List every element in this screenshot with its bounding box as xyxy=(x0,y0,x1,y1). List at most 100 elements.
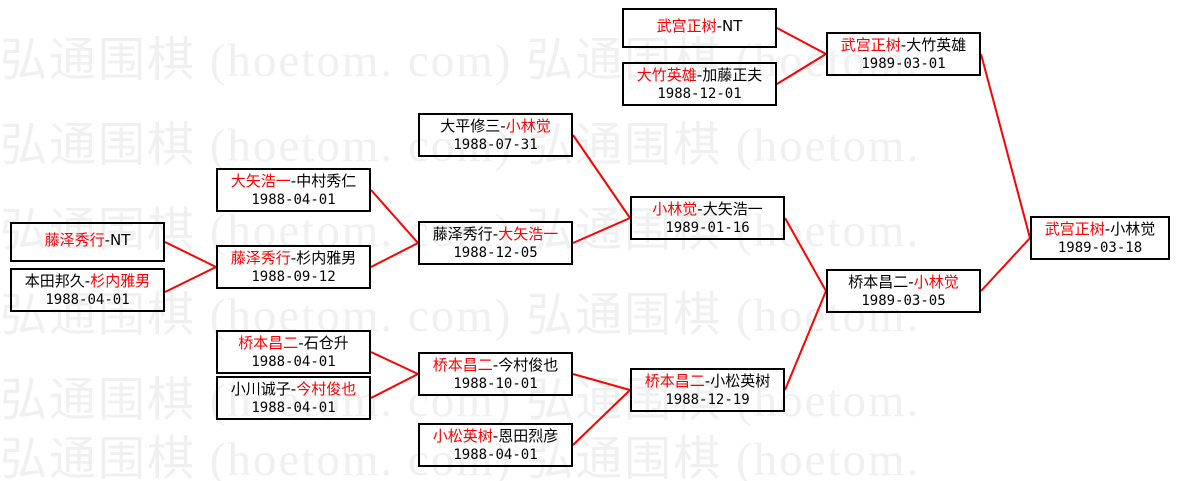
loser-name: 大平修三 xyxy=(440,116,501,135)
bracket-connector xyxy=(370,373,419,399)
match-date: 1988-07-31 xyxy=(453,136,538,153)
match-players: 大竹英雄-加藤正夫 xyxy=(637,66,762,85)
player-separator: - xyxy=(908,272,914,291)
winner-name: 桥本昌二 xyxy=(644,371,705,390)
match-date: 1988-04-01 xyxy=(453,446,538,463)
match-box[interactable]: 武宫正树-NT xyxy=(622,8,777,48)
loser-name: 今村俊也 xyxy=(498,355,559,374)
match-date: 1989-03-18 xyxy=(1057,239,1143,256)
winner-name: 桥本昌二 xyxy=(238,333,299,352)
player-separator: - xyxy=(716,17,723,35)
match-players: 小松英树-恩田烈彦 xyxy=(433,427,558,446)
loser-name: 小川诚子 xyxy=(230,379,291,398)
winner-name: 大竹英雄 xyxy=(636,65,697,84)
match-date: 1988-04-01 xyxy=(45,291,130,308)
match-players: 本田邦久-杉内雅男 xyxy=(25,272,150,291)
bracket-connector xyxy=(370,351,419,375)
winner-name: 藤泽秀行 xyxy=(44,231,105,249)
loser-name: 石仓升 xyxy=(303,333,349,352)
player-separator: - xyxy=(704,371,711,390)
match-date: 1989-01-16 xyxy=(665,219,750,236)
match-date: 1988-04-01 xyxy=(251,399,336,416)
loser-name: 小松英树 xyxy=(710,371,771,390)
player-separator: - xyxy=(492,426,499,445)
bracket-connector xyxy=(370,189,419,244)
match-players: 大平修三-小林觉 xyxy=(440,117,550,136)
winner-name: 大矢浩一 xyxy=(230,171,291,190)
match-players: 大矢浩一-中村秀仁 xyxy=(231,172,356,191)
winner-name: 今村俊也 xyxy=(296,379,357,398)
bracket-connector xyxy=(784,217,827,292)
bracket-connector xyxy=(980,237,1031,292)
match-players: 藤泽秀行-大矢浩一 xyxy=(433,225,558,244)
winner-name: 小林觉 xyxy=(652,199,698,218)
bracket-connector xyxy=(980,53,1031,239)
player-separator: - xyxy=(900,35,907,54)
match-players: 桥本昌二-今村俊也 xyxy=(433,356,558,375)
match-players: 桥本昌二-石仓升 xyxy=(238,334,348,353)
player-separator: - xyxy=(298,333,304,352)
player-separator: - xyxy=(1104,219,1111,238)
match-players: 桥本昌二-小林觉 xyxy=(848,273,958,292)
winner-name: 藤泽秀行 xyxy=(230,248,291,267)
bracket-connector xyxy=(572,373,631,391)
winner-name: 武宫正树 xyxy=(840,35,901,54)
loser-name: 中村秀仁 xyxy=(296,171,357,190)
bracket-connector xyxy=(572,217,631,244)
loser-name: NT xyxy=(722,17,743,35)
loser-name: 加藤正夫 xyxy=(702,65,763,84)
match-players: 小林觉-大矢浩一 xyxy=(652,200,762,219)
match-date: 1988-09-12 xyxy=(251,268,336,285)
winner-name: 小林觉 xyxy=(913,272,959,291)
match-players: 桥本昌二-小松英树 xyxy=(645,372,770,391)
winner-name: 小松英树 xyxy=(432,426,493,445)
match-date: 1988-12-01 xyxy=(657,85,742,102)
match-date: 1988-10-01 xyxy=(453,375,538,392)
match-players: 武宫正树-小林觉 xyxy=(1045,220,1155,239)
winner-name: 大矢浩一 xyxy=(498,224,559,243)
loser-name: 大竹英雄 xyxy=(906,35,967,54)
bracket-connector xyxy=(164,241,217,268)
loser-name: 桥本昌二 xyxy=(848,272,909,291)
bracket-connector xyxy=(776,27,827,55)
player-separator: - xyxy=(492,355,499,374)
player-separator: - xyxy=(500,116,506,135)
match-date: 1988-04-01 xyxy=(251,191,336,208)
player-separator: - xyxy=(290,171,297,190)
match-date: 1988-12-19 xyxy=(665,391,750,408)
player-separator: - xyxy=(290,248,297,267)
match-players: 小川诚子-今村俊也 xyxy=(231,380,356,399)
player-separator: - xyxy=(696,65,703,84)
match-players: 武宫正树-NT xyxy=(657,17,743,36)
loser-name: 杉内雅男 xyxy=(296,248,357,267)
loser-name: 恩田烈彦 xyxy=(498,426,559,445)
player-separator: - xyxy=(697,199,703,218)
match-box[interactable]: 藤泽秀行-NT xyxy=(10,222,165,262)
watermark-text: 弘通围棋 (hoetom. com) 弘通围棋 (hoetom. xyxy=(0,35,921,87)
match-date: 1989-03-05 xyxy=(861,292,946,309)
player-separator: - xyxy=(104,231,111,249)
match-date: 1989-03-01 xyxy=(861,55,946,72)
winner-name: 武宫正树 xyxy=(656,17,717,35)
bracket-connector xyxy=(776,53,827,85)
match-players: 藤泽秀行-杉内雅男 xyxy=(231,249,356,268)
watermark-text: 弘通围棋 (hoetom. com) 弘通围棋 (hoetom. xyxy=(0,205,921,257)
